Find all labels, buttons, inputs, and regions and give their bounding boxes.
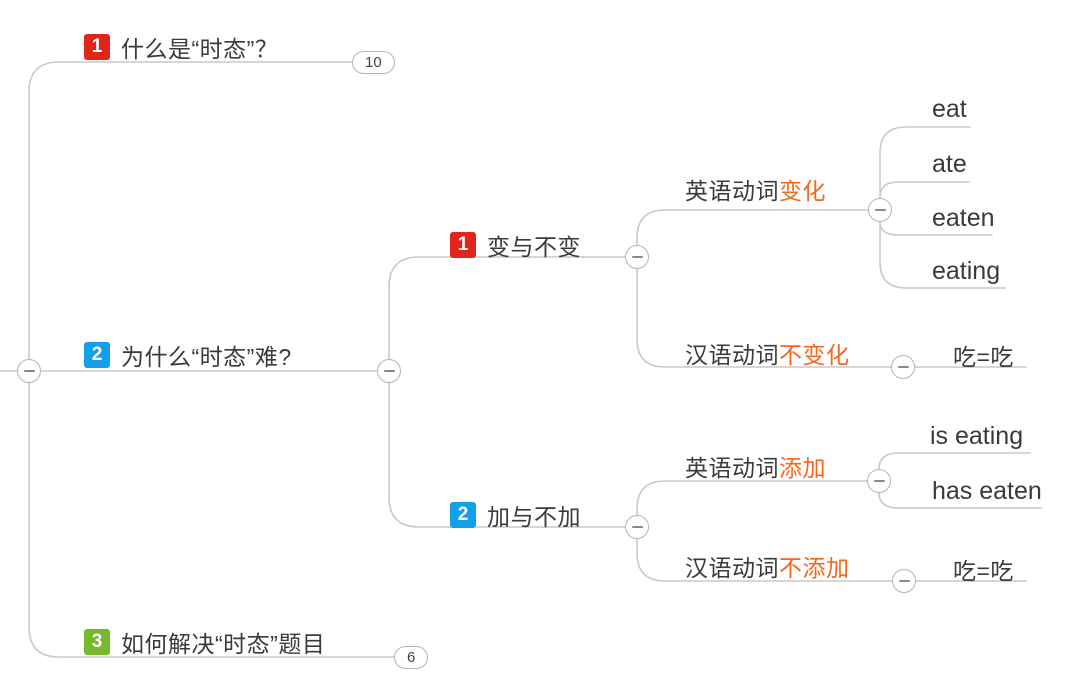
collapse-button-chinese-noadd[interactable] [892, 569, 916, 593]
connector-branch3 [28, 382, 395, 658]
minus-icon [631, 526, 643, 528]
badge-1: 1 [84, 34, 110, 60]
connector-leaf-ate [879, 181, 970, 199]
badge-sub1: 1 [450, 232, 476, 258]
node-english-change-plain: 英语动词 [685, 178, 779, 204]
connector-sub1 [388, 256, 626, 360]
leaf-chi-eat-2[interactable]: 吃=吃 [953, 558, 1014, 584]
node-chinese-noadd-plain: 汉语动词 [685, 555, 779, 581]
node-sub1-label: 变与不变 [487, 234, 581, 260]
node-sub2[interactable]: 2 加与不加 [450, 498, 581, 532]
node-chinese-noadd-highlight: 不添加 [779, 555, 850, 581]
node-branch1[interactable]: 1 什么是“时态”？ [84, 30, 278, 64]
node-chinese-nochange-highlight: 不变化 [779, 342, 850, 368]
leaf-has-eaten[interactable]: has eaten [932, 477, 1042, 505]
badge-2: 2 [84, 342, 110, 368]
collapse-button-english-change[interactable] [868, 198, 892, 222]
node-english-change-highlight: 变化 [779, 178, 826, 204]
connector-english-add [636, 480, 868, 516]
collapse-button-branch2[interactable] [377, 359, 401, 383]
leaf-ate[interactable]: ate [932, 150, 967, 178]
node-sub1[interactable]: 1 变与不变 [450, 228, 581, 262]
node-branch2[interactable]: 2 为什么“时态”难? [84, 338, 292, 372]
node-chinese-noadd[interactable]: 汉语动词不添加 [685, 549, 850, 583]
leaf-eating[interactable]: eating [932, 257, 1001, 285]
node-chinese-nochange[interactable]: 汉语动词不变化 [685, 336, 850, 370]
collapse-button-sub1[interactable] [625, 245, 649, 269]
leaf-eaten[interactable]: eaten [932, 204, 995, 232]
connector-branch1 [28, 61, 353, 360]
minus-icon [631, 256, 643, 258]
node-branch2-label: 为什么“时态”难? [121, 344, 292, 370]
collapsed-count-branch3[interactable]: 6 [394, 646, 429, 669]
collapse-button-root[interactable] [17, 359, 41, 383]
node-sub2-label: 加与不加 [487, 504, 581, 530]
node-english-add-plain: 英语动词 [685, 455, 779, 481]
node-chinese-nochange-plain: 汉语动词 [685, 342, 779, 368]
minus-icon [23, 370, 35, 372]
collapse-button-chinese-nochange[interactable] [891, 355, 915, 379]
collapsed-count-branch1[interactable]: 10 [352, 51, 395, 74]
minus-icon [898, 580, 910, 582]
node-branch3-label: 如何解决“时态”题目 [121, 631, 326, 657]
node-branch3[interactable]: 3 如何解决“时态”题目 [84, 625, 325, 659]
connector-english-change [636, 209, 869, 246]
leaf-is-eating[interactable]: is eating [930, 422, 1024, 450]
node-english-change[interactable]: 英语动词变化 [685, 172, 826, 206]
minus-icon [897, 366, 909, 368]
leaf-eat[interactable]: eat [932, 95, 967, 123]
collapse-button-english-add[interactable] [867, 469, 891, 493]
collapse-button-sub2[interactable] [625, 515, 649, 539]
node-english-add-highlight: 添加 [779, 455, 826, 481]
node-branch1-label: 什么是“时态”？ [121, 36, 279, 62]
minus-icon [874, 209, 886, 211]
node-english-add[interactable]: 英语动词添加 [685, 449, 826, 483]
connector-leaf-iseating [878, 452, 1031, 470]
minus-icon [873, 480, 885, 482]
minus-icon [383, 370, 395, 372]
badge-sub2: 2 [450, 502, 476, 528]
leaf-chi-eat-1[interactable]: 吃=吃 [953, 344, 1014, 370]
badge-3: 3 [84, 629, 110, 655]
